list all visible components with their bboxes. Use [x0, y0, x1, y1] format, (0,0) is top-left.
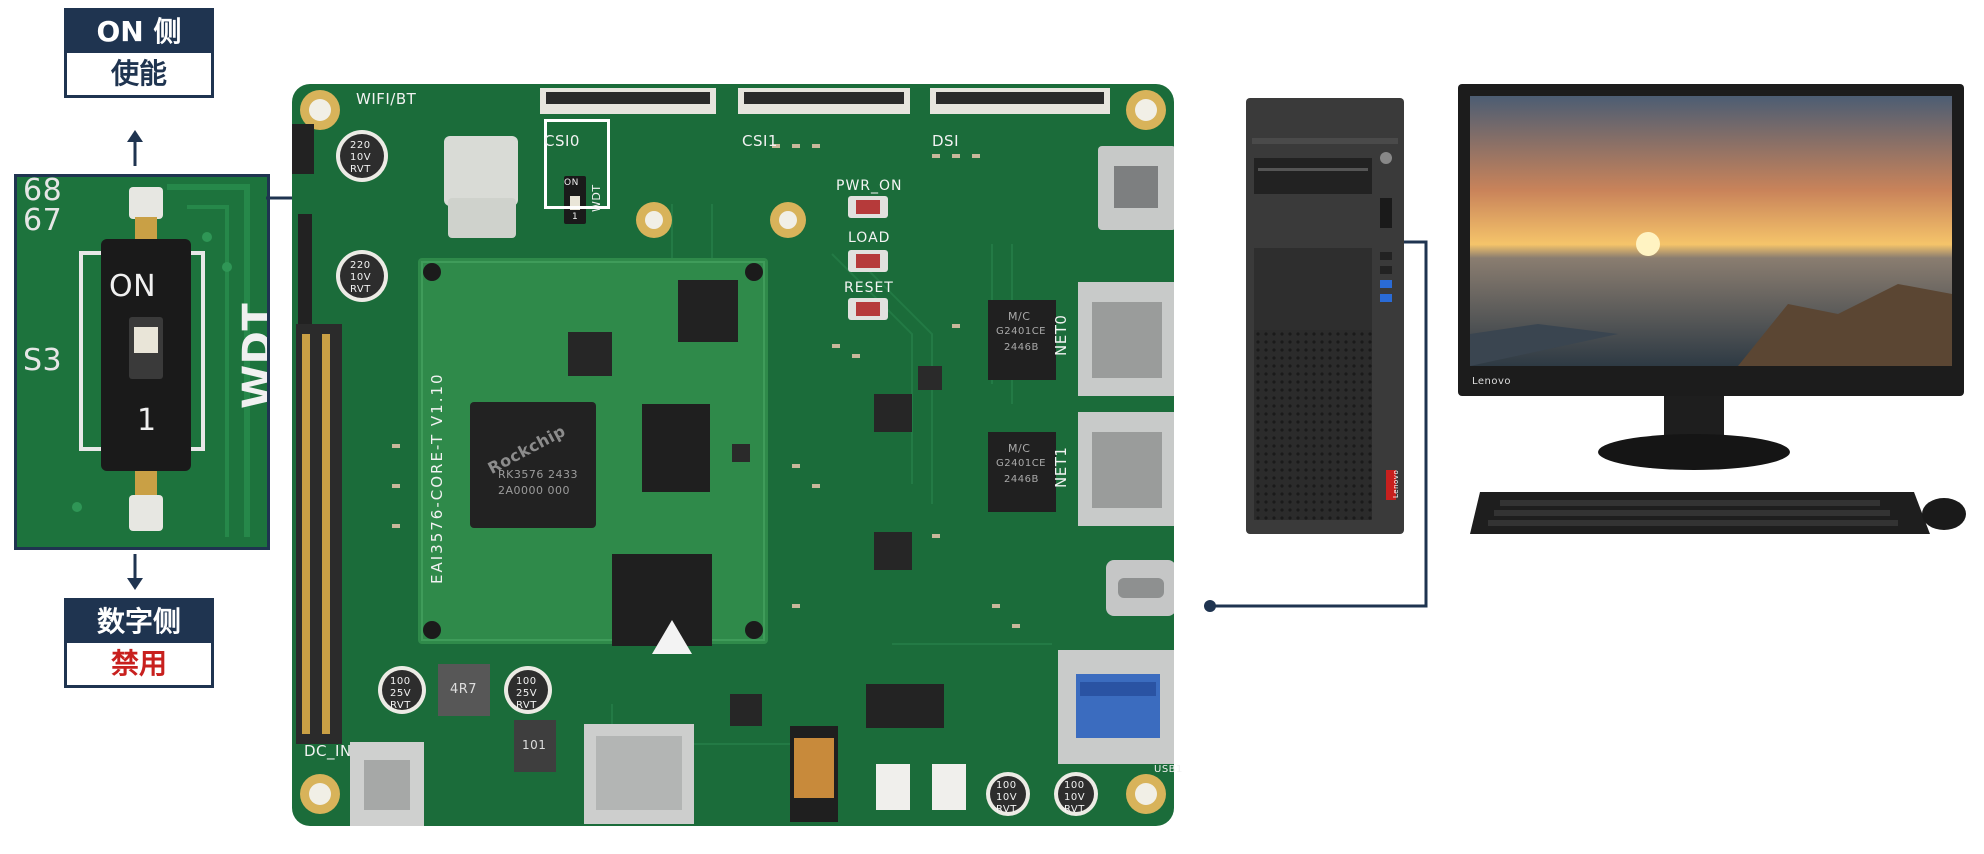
- cap4-voltage: 25V: [516, 688, 538, 699]
- cap3-series: RVT: [390, 700, 411, 711]
- soc-model: RK3576: [498, 468, 544, 481]
- zoom-pcb-traces: [17, 177, 267, 547]
- on-side-subtitle: 使能: [110, 57, 167, 90]
- pcb-base: [292, 84, 1174, 826]
- cap5-value: 100: [996, 780, 1017, 791]
- digital-side-subtitle: 禁用: [110, 647, 167, 680]
- silk-dip-num: 1: [572, 212, 579, 222]
- cap2-value: 220: [350, 260, 371, 271]
- silk-reset: RESET: [844, 280, 894, 296]
- up-arrow-icon: [127, 130, 143, 166]
- silk-load: LOAD: [848, 230, 891, 246]
- eth1-chip-line3: 2446B: [1004, 474, 1039, 485]
- silk-dip-name: WDT: [590, 184, 603, 212]
- cap3-value: 100: [390, 676, 411, 687]
- silk-net0: NET0: [1052, 314, 1070, 356]
- cap6-value: 100: [1064, 780, 1085, 791]
- zoom-switch-on-text: ON: [109, 269, 157, 304]
- silk-csi0: CSI0: [544, 132, 580, 150]
- cap5-voltage: 10V: [996, 792, 1018, 803]
- silk-pwr-on: PWR_ON: [836, 178, 903, 194]
- digital-side-title: 数字侧: [67, 601, 211, 643]
- silk-usb1: USB1: [1154, 764, 1183, 775]
- zoom-switch-number: 1: [137, 403, 157, 438]
- cap1-value: 220: [350, 140, 371, 151]
- cap2-voltage: 10V: [350, 272, 372, 283]
- monitor-brand: Lenovo: [1472, 376, 1512, 387]
- silk-dsi: DSI: [932, 132, 959, 150]
- silk-net1: NET1: [1052, 446, 1070, 488]
- eth0-chip-line1: M/C: [1008, 310, 1031, 323]
- cap3-voltage: 25V: [390, 688, 412, 699]
- silk-dc-in: DC_IN: [304, 742, 352, 760]
- cap4-series: RVT: [516, 700, 537, 711]
- digital-side-label: 数字侧 禁用: [64, 598, 214, 688]
- tower-brand: Lenovo: [1392, 469, 1400, 498]
- silk-dip-on: ON: [564, 178, 579, 188]
- cap1-voltage: 10V: [350, 152, 372, 163]
- cap1-series: RVT: [350, 164, 371, 175]
- eth1-chip-line1: M/C: [1008, 442, 1031, 455]
- inductor-label: 4R7: [450, 682, 478, 697]
- dip-switch-highlight: [544, 119, 610, 209]
- soc-code: 2A0000 000: [498, 484, 571, 497]
- monitor: Lenovo: [1458, 84, 1964, 474]
- dip-switch-zoom-panel: 68 67 ON 1 S3 WDT: [14, 174, 270, 550]
- monitor-body: [1458, 84, 1964, 470]
- down-arrow-icon: [127, 554, 143, 590]
- cap6-series: RVT: [1064, 804, 1085, 815]
- zoom-silk-row2: 67: [23, 203, 63, 238]
- eth0-chip-line2: G2401CE: [996, 326, 1046, 337]
- eth0-chip-line3: 2446B: [1004, 342, 1039, 353]
- pc-tower-body: [1246, 98, 1404, 534]
- zoom-silk-row1: 68: [23, 174, 63, 208]
- pc-tower: Lenovo: [1246, 98, 1404, 534]
- inductor2-label: 101: [522, 738, 547, 752]
- cap4-value: 100: [516, 676, 537, 687]
- on-side-label: ON 侧 使能: [64, 8, 214, 98]
- zoom-switch-ref: S3: [23, 343, 63, 378]
- cap6-voltage: 10V: [1064, 792, 1086, 803]
- pcb-board: WIFI/BT CSI0 CSI1 DSI NET0 NET1 DC_IN US…: [292, 84, 1182, 826]
- silk-wifi-bt: WIFI/BT: [356, 90, 417, 108]
- on-side-title: ON 侧: [67, 11, 211, 53]
- silk-csi1: CSI1: [742, 132, 778, 150]
- eth1-chip-line2: G2401CE: [996, 458, 1046, 469]
- silk-core-module: EAI3576-CORE-T V1.10: [428, 372, 446, 584]
- keyboard-and-mouse: [1470, 492, 1966, 534]
- cap5-series: RVT: [996, 804, 1017, 815]
- soc-date: 2433: [548, 468, 578, 481]
- cap2-series: RVT: [350, 284, 371, 295]
